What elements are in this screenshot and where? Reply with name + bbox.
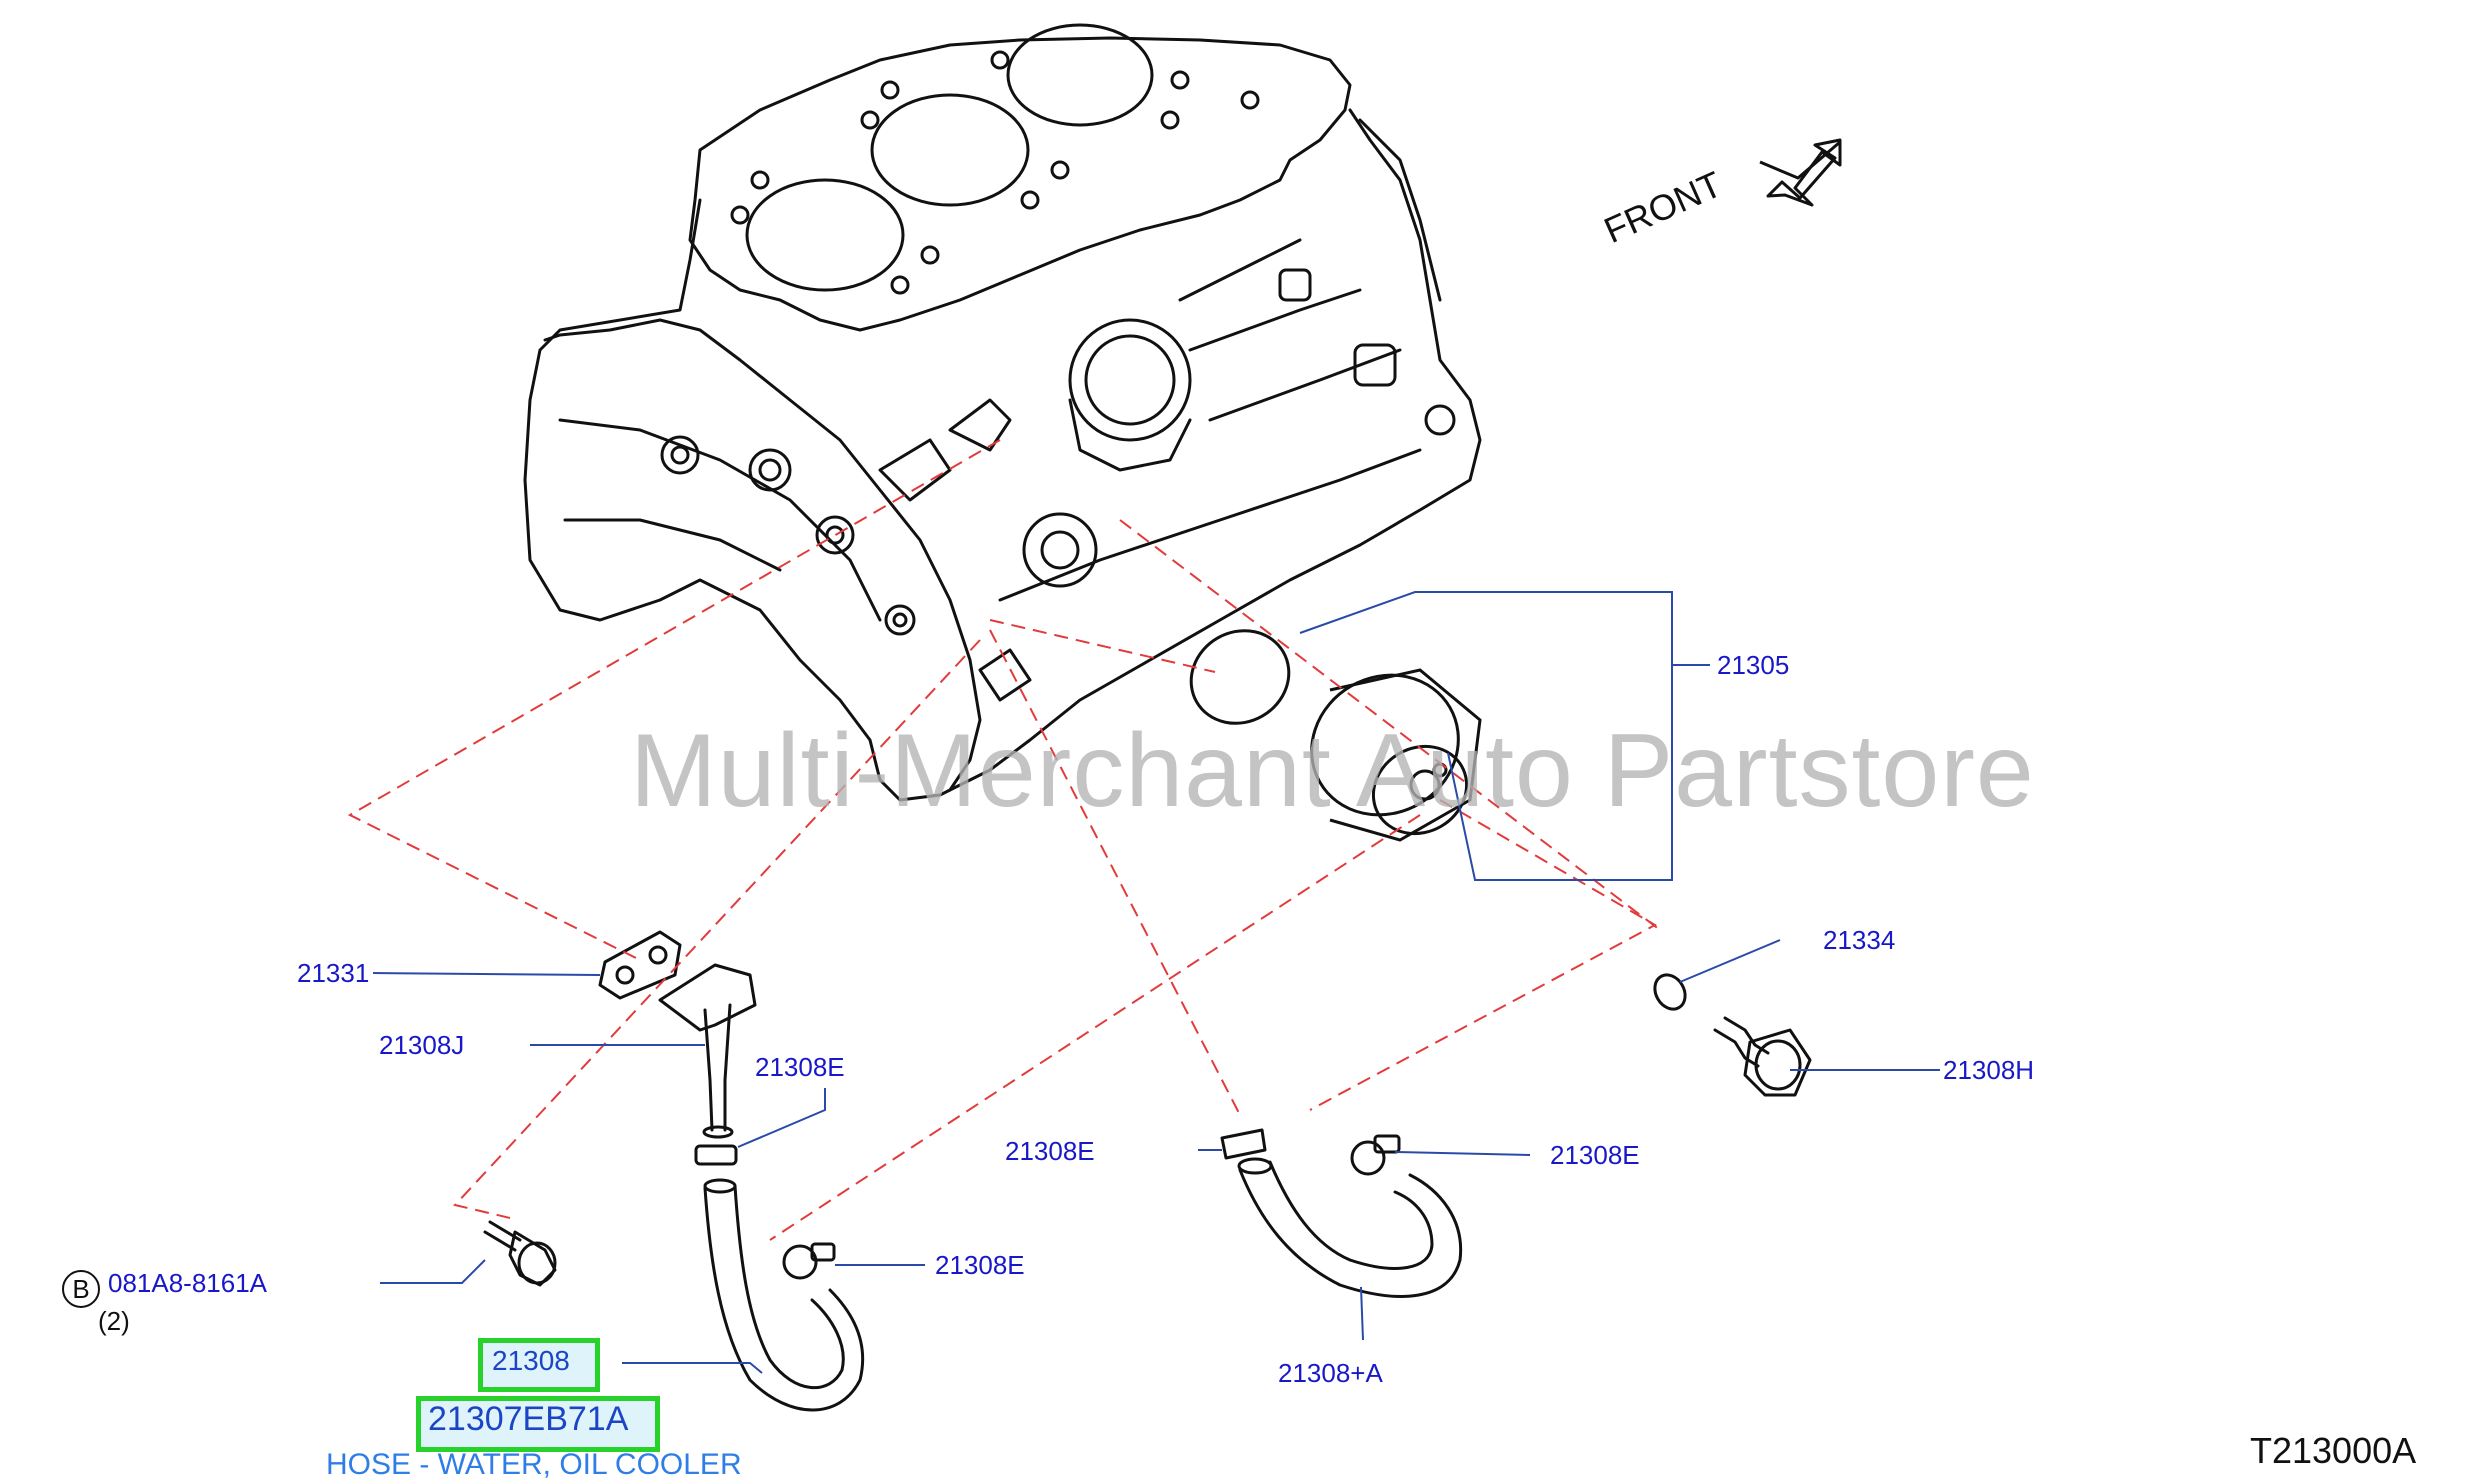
small-parts-drawing	[483, 930, 1812, 1412]
bolt-quantity: (2)	[98, 1306, 130, 1336]
callout-21331[interactable]: 21331	[297, 958, 370, 988]
callout-bolt-081a8-8161a[interactable]: 081A8-8161A	[108, 1268, 268, 1298]
leader-lines	[372, 591, 1940, 1374]
engine-block-drawing	[523, 23, 1482, 802]
callout-21308e-upper[interactable]: 21308E	[755, 1052, 845, 1082]
highlight-box-21308	[478, 1338, 600, 1392]
callout-21305[interactable]: 21305	[1717, 650, 1790, 680]
callout-21308e-right[interactable]: 21308E	[1550, 1140, 1640, 1170]
watermark-text: Multi-Merchant Auto Partstore	[630, 713, 2035, 829]
oil-cooler-drawing	[1189, 629, 1482, 842]
callout-21308e-mid[interactable]: 21308E	[1005, 1136, 1095, 1166]
part-number-21307eb71a[interactable]: 21307EB71A	[428, 1400, 629, 1438]
highlight-box-part-number	[416, 1396, 660, 1452]
alignment-lines	[347, 439, 1661, 1241]
diagram-code: T213000A	[2250, 1430, 2417, 1471]
reference-b-circle: B	[62, 1270, 100, 1308]
callout-21308[interactable]: 21308	[492, 1345, 570, 1376]
callout-21308e-lower[interactable]: 21308E	[935, 1250, 1025, 1280]
part-description: HOSE - WATER, OIL COOLER	[326, 1448, 742, 1481]
callout-21308-plus-a[interactable]: 21308+A	[1278, 1358, 1383, 1388]
front-arrow-icon	[1759, 138, 1842, 207]
callout-21308h[interactable]: 21308H	[1943, 1055, 2035, 1085]
callout-21308j[interactable]: 21308J	[379, 1030, 465, 1060]
callout-21334[interactable]: 21334	[1823, 925, 1896, 955]
